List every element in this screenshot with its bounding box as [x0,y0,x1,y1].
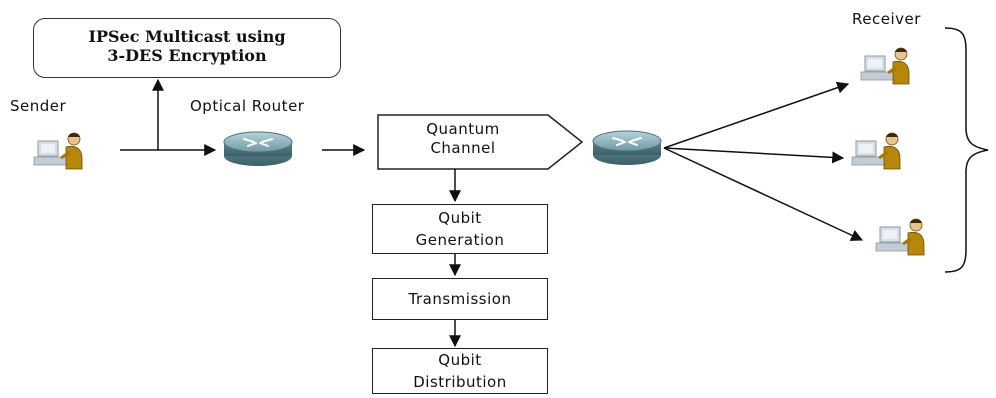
quantum-channel-shape [377,114,584,170]
quantum-channel-label: Quantum Channel [388,120,538,158]
receiver-1-person-icon [860,47,910,85]
quantum-channel-line-1: Quantum [426,120,500,138]
qubit-distribution-line-2: Distribution [413,373,507,391]
receiver-2-person-icon [851,132,901,170]
router-to-receiver-1 [663,81,850,149]
transmission-box: Transmission [372,278,548,320]
optical-router-icon [223,131,293,167]
sender-person-icon [33,132,83,170]
router-to-receiver-3 [663,147,864,241]
ipsec-encryption-box: IPSec Multicast using 3-DES Encryption [33,18,341,78]
qubit-distribution-box: Qubit Distribution [372,348,548,394]
receiver-3-person-icon [875,218,925,256]
optical-router-label: Optical Router [190,97,305,115]
quantum-channel-line-2: Channel [430,139,496,157]
router-to-receiver-2 [663,147,845,164]
receiver-brace [944,27,989,273]
qubit-generation-line-2: Generation [415,231,505,249]
qubit-distribution-line-1: Qubit [438,351,482,369]
qubit-generation-line-1: Qubit [438,209,482,227]
multicast-router-icon [592,130,662,166]
ipsec-line-2: 3-DES Encryption [107,46,267,65]
transmission-label: Transmission [408,290,512,308]
qubit-generation-box: Qubit Generation [372,204,548,254]
sender-label: Sender [10,97,67,115]
ipsec-line-1: IPSec Multicast using [88,27,286,46]
receiver-label: Receiver [852,10,921,28]
